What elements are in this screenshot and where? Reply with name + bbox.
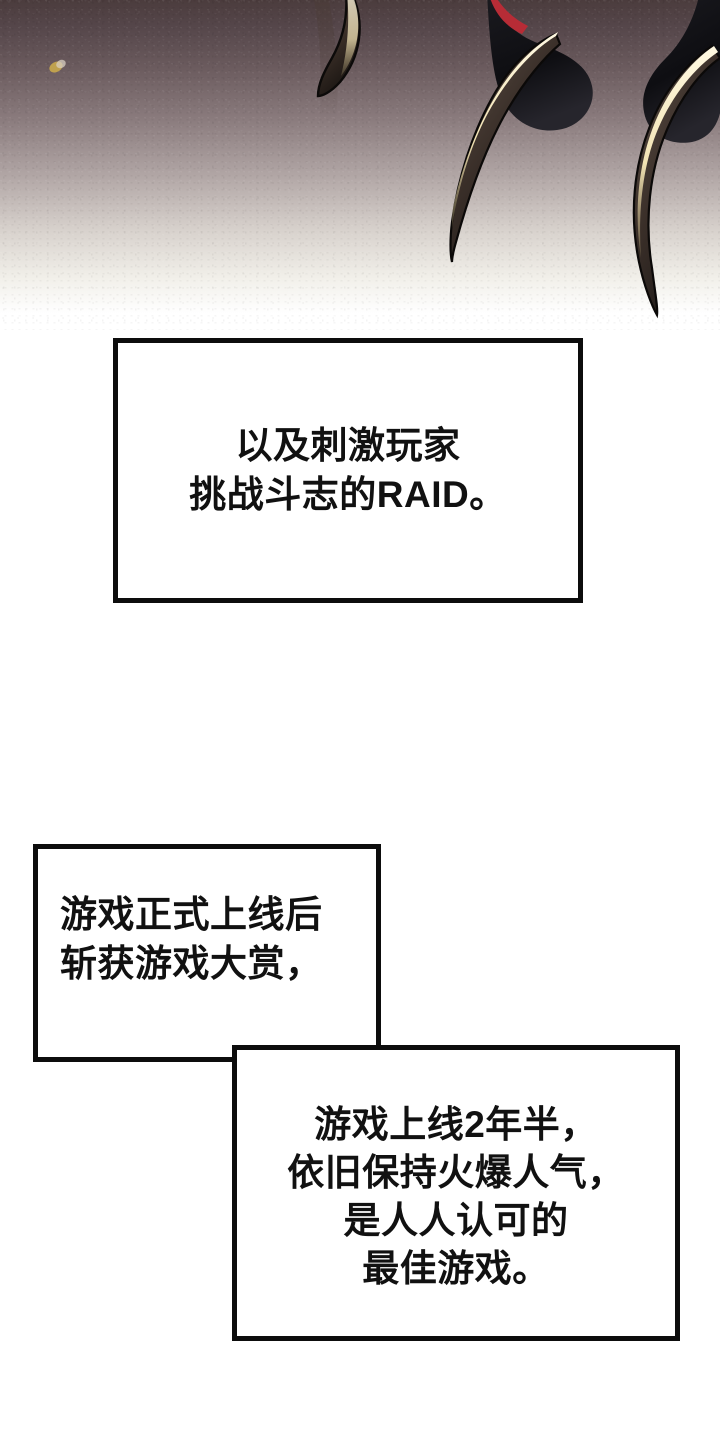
artwork-panel — [0, 0, 720, 330]
claws-illustration — [49, 0, 720, 319]
claw-middle — [449, 32, 562, 263]
claw-right — [632, 44, 720, 319]
caption-text-award: 游戏正式上线后 斩获游戏大赏， — [60, 894, 323, 984]
caption-box-best-game: 游戏上线2年半， 依旧保持火爆人气， 是人人认可的 最佳游戏。 — [232, 1045, 680, 1341]
caption-text-raid: 以及刺激玩家 挑战斗志的RAID。 — [189, 425, 507, 515]
claw-right-highlight — [637, 46, 718, 258]
caption-box-award: 游戏正式上线后 斩获游戏大赏， — [33, 844, 381, 1062]
claw-left-highlight — [341, 0, 359, 76]
red-accent-middle — [490, 0, 528, 34]
caption-text-best-game: 游戏上线2年半， 依旧保持火爆人气， 是人人认可的 最佳游戏。 — [287, 1103, 625, 1290]
background-gradient — [0, 0, 720, 330]
background-noise-texture — [0, 0, 720, 330]
gold-particle-glow — [56, 59, 66, 69]
caption-box-raid: 以及刺激玩家 挑战斗志的RAID。 — [113, 338, 583, 603]
